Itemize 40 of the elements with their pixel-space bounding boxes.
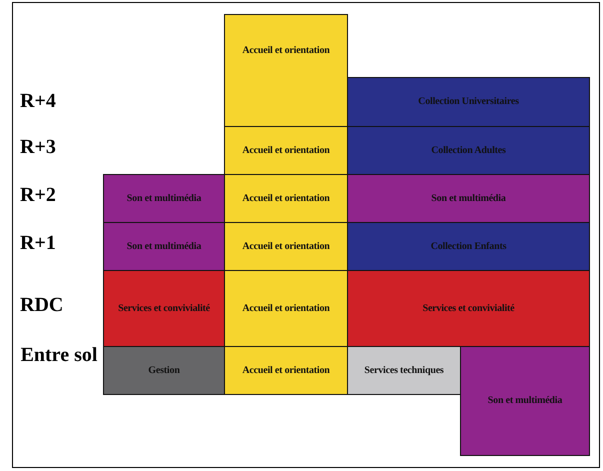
zone-label: Accueil et orientation xyxy=(242,192,330,204)
floor-zone xyxy=(224,270,348,347)
zone-label: Accueil et orientation xyxy=(242,240,330,252)
floor-label: R+3 xyxy=(20,136,57,159)
zone-label: Collection Adultes xyxy=(431,144,506,156)
zone-label: Services et convivialité xyxy=(118,302,210,314)
floor-zone xyxy=(224,174,348,223)
zone-label: Gestion xyxy=(148,364,180,376)
floor-label: R+1 xyxy=(20,232,57,255)
floor-zone xyxy=(224,126,348,175)
zone-label: Accueil et orientation xyxy=(242,44,330,56)
floor-label: RDC xyxy=(20,294,64,317)
floor-zone xyxy=(347,126,590,175)
zone-label: Accueil et orientation xyxy=(242,144,330,156)
zone-label: Services techniques xyxy=(364,364,444,376)
floor-label: R+4 xyxy=(20,90,57,113)
zone-label: Son et multimédia xyxy=(488,395,562,407)
floor-label: R+2 xyxy=(20,184,57,207)
floor-zone xyxy=(460,346,590,456)
zone-label: Collection Enfants xyxy=(430,240,506,252)
floor-zone xyxy=(347,77,590,127)
floor-zone xyxy=(224,346,348,395)
floor-zone xyxy=(347,174,590,223)
floor-zone xyxy=(347,222,590,271)
zone-label: Son et multimédia xyxy=(126,192,202,204)
zone-label: Services et convivialité xyxy=(422,302,514,314)
floor-label: Entre sol xyxy=(20,344,98,367)
zone-label: Son et multimédia xyxy=(431,192,506,204)
zone-label: Collection Universitaires xyxy=(418,96,519,108)
floor-zone xyxy=(103,346,225,395)
zone-label: Son et multimédia xyxy=(126,240,202,252)
floor-zone xyxy=(103,270,225,347)
floor-zone xyxy=(103,222,225,271)
floor-zone xyxy=(224,14,348,127)
floor-zone xyxy=(224,222,348,271)
floor-zone xyxy=(103,174,225,223)
floor-zone xyxy=(347,346,461,395)
zone-label: Accueil et orientation xyxy=(242,302,330,314)
floor-zone xyxy=(347,270,590,347)
zone-label: Accueil et orientation xyxy=(242,364,330,376)
